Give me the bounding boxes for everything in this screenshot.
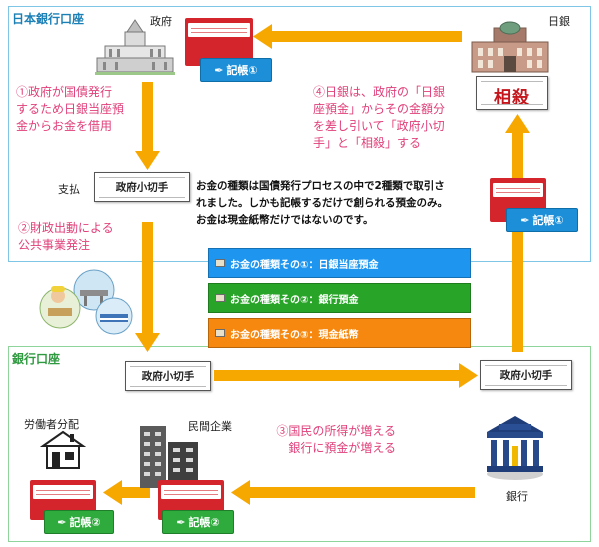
step2-line: ②財政出動による	[18, 221, 114, 235]
pen-icon: ✒	[520, 213, 530, 227]
arrow-boj-to-gov	[272, 31, 462, 42]
arrow-bank-up-head	[505, 114, 530, 133]
company-entry-stamp: ✒記帳②	[162, 510, 234, 534]
diet-building-icon	[95, 19, 175, 75]
step4-line: 手」と「相殺」する	[313, 136, 422, 150]
step1-line: 金からお金を借用	[16, 119, 113, 133]
arrow-company-to-worker-head	[103, 480, 122, 505]
company-entry-label: 記帳②	[188, 516, 220, 529]
bank-account-title: 銀行口座	[12, 352, 61, 366]
arrow-check-to-bank	[214, 370, 460, 381]
step3-line: ③国民の所得が増える	[276, 424, 396, 438]
arrow-gov-down	[142, 82, 153, 152]
bank-label: 銀行	[506, 490, 528, 503]
step1-text: ①政府が国債発行 するため日銀当座預 金からお金を借用	[16, 84, 124, 135]
government-check-bank-right: 政府小切手	[480, 360, 572, 390]
step4-text: ④日銀は、政府の「日銀 座預金」からその金額分 を差し引いて「政府小切 手」と「…	[313, 84, 445, 152]
sousai-label: 相殺	[494, 88, 530, 108]
worker-entry-stamp: ✒記帳②	[44, 510, 114, 534]
banknote-icon	[215, 294, 225, 302]
money-type-1-label: お金の種類その①：日銀当座預金	[230, 259, 379, 271]
public-works-illustration	[39, 269, 133, 335]
money-type-2-bar: お金の種類その②：銀行預金	[208, 283, 471, 313]
bank-entry-stamp: ✒記帳①	[506, 208, 578, 232]
step4-line: ④日銀は、政府の「日銀	[313, 85, 446, 99]
step2-text: ②財政出動による 公共事業発注	[18, 220, 114, 254]
sousai-check: 相殺	[476, 76, 548, 110]
step4-line: を差し引いて「政府小切	[313, 119, 445, 133]
bank-entry-label: 記帳①	[532, 214, 564, 227]
government-check-bank-left: 政府小切手	[125, 361, 211, 391]
boj-label: 日銀	[548, 15, 570, 28]
government-entry-stamp: ✒記帳①	[200, 58, 272, 82]
pen-icon: ✒	[176, 515, 186, 529]
step1-line: するため日銀当座預	[16, 102, 125, 116]
payment-label: 支払	[58, 183, 80, 196]
arrow-payment-down-head	[135, 333, 160, 352]
arrow-bank-to-company	[250, 487, 475, 498]
arrow-check-to-bank-head	[459, 363, 478, 388]
arrow-payment-down	[142, 222, 153, 334]
bank-icon	[487, 416, 543, 480]
private-company-label: 民間企業	[188, 420, 232, 433]
step4-line: 座預金」からその金額分	[313, 102, 446, 116]
government-check-label: 政府小切手	[141, 370, 195, 383]
money-type-2-label: お金の種類その②：銀行預金	[230, 294, 359, 306]
arrow-gov-down-head	[135, 151, 160, 170]
money-type-3-bar: お金の種類その③：現金紙幣	[208, 318, 471, 348]
center-line: れました。しかも記帳するだけで創られる預金のみ。	[196, 197, 448, 209]
house-icon	[40, 430, 86, 469]
money-type-3-label: お金の種類その③：現金紙幣	[230, 329, 359, 341]
boj-building-icon	[471, 21, 549, 73]
center-line: お金は現金紙幣だけではないのです。	[196, 214, 374, 226]
worker-entry-label: 記帳②	[69, 516, 101, 529]
center-line: お金の種類は国債発行プロセスの中で2種類で取引さ	[196, 180, 445, 192]
government-check-label: 政府小切手	[499, 369, 553, 382]
step3-text: ③国民の所得が増える 銀行に預金が増える	[276, 423, 396, 457]
center-explanation: お金の種類は国債発行プロセスの中で2種類で取引さ れました。しかも記帳するだけで…	[196, 178, 448, 229]
banknote-icon	[215, 259, 225, 267]
money-type-1-bar: お金の種類その①：日銀当座預金	[208, 248, 471, 278]
government-check-label: 政府小切手	[115, 181, 169, 194]
government-label: 政府	[150, 15, 172, 28]
worker-distribution-label: 労働者分配	[24, 418, 79, 431]
step3-line: 銀行に預金が増える	[288, 441, 396, 455]
step2-line: 公共事業発注	[18, 238, 91, 252]
arrow-company-to-worker	[122, 487, 150, 498]
pen-icon: ✒	[57, 515, 67, 529]
banknote-icon	[215, 329, 225, 337]
boj-account-title: 日本銀行口座	[12, 12, 85, 26]
pen-icon: ✒	[214, 63, 224, 77]
arrow-bank-to-company-head	[231, 480, 250, 505]
government-check-top: 政府小切手	[94, 172, 190, 202]
government-entry-label: 記帳①	[226, 64, 258, 77]
step1-line: ①政府が国債発行	[16, 85, 113, 99]
arrow-boj-to-gov-head	[253, 24, 272, 49]
arrow-bank-up	[512, 132, 523, 352]
